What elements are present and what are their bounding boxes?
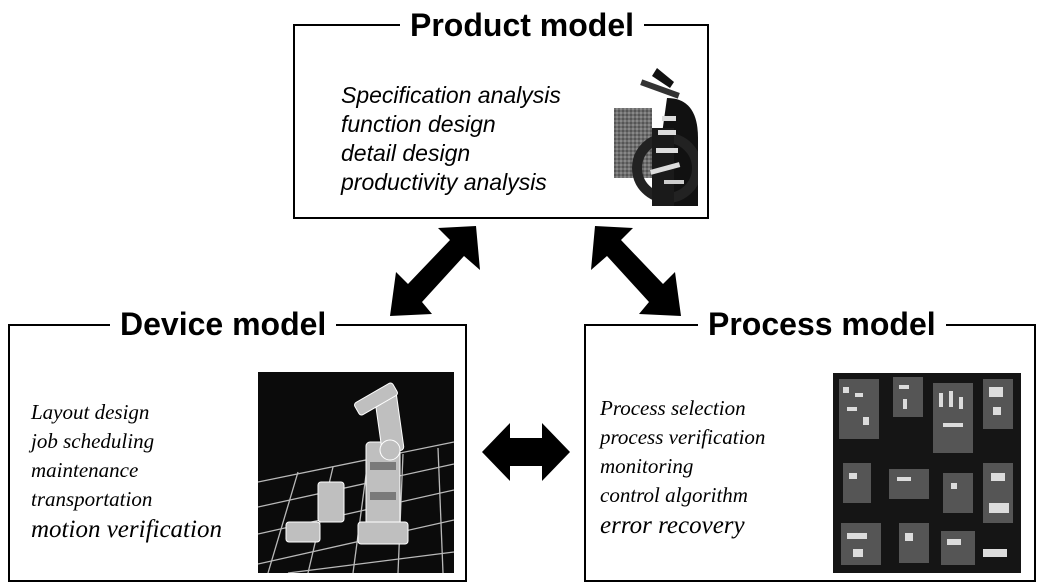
- device-model-item: motion verification: [31, 516, 222, 543]
- device-model-item: job scheduling: [31, 429, 155, 453]
- product-model-item: productivity analysis: [341, 169, 547, 195]
- device-model-item: Layout design: [31, 400, 150, 424]
- process-model-item: control algorithm: [600, 483, 748, 507]
- process-model-items: Process selection process verification m…: [600, 394, 765, 541]
- device-model-items: Layout design job scheduling maintenance…: [31, 398, 222, 545]
- process-model-item: process verification: [600, 425, 766, 449]
- product-model-items: Specification analysis function design d…: [341, 81, 561, 197]
- product-process-double-arrow: [591, 226, 681, 316]
- product-model-item: Specification analysis: [341, 82, 561, 108]
- device-model-item: maintenance: [31, 458, 139, 482]
- process-model-title: Process model: [698, 307, 946, 341]
- product-model-item: detail design: [341, 140, 471, 166]
- process-model-item: Process selection: [600, 396, 746, 420]
- process-model-item: error recovery: [600, 512, 745, 539]
- robot-arm-simulation-thumbnail: [258, 372, 454, 573]
- cad-part-thumbnail: [612, 68, 698, 206]
- device-process-double-arrow: [482, 423, 570, 481]
- product-model-title: Product model: [400, 8, 645, 42]
- product-device-double-arrow: [390, 226, 480, 316]
- device-model-item: transportation: [31, 487, 153, 511]
- process-model-item: monitoring: [600, 454, 694, 478]
- device-model-title: Device model: [110, 307, 337, 341]
- process-monitor-thumbnail: [833, 373, 1021, 573]
- product-model-item: function design: [341, 111, 496, 137]
